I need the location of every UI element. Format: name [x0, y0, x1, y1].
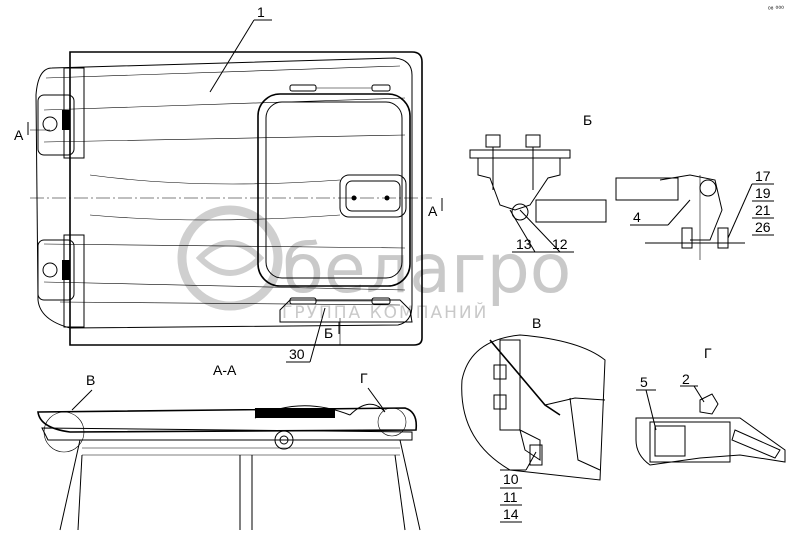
- callout-1: 1: [257, 4, 265, 20]
- view-b-title: Б: [583, 112, 592, 128]
- watermark-logo: белагро ГРУППА КОМПАНИЙ: [177, 205, 571, 323]
- section-mark-b-bottom: Б: [324, 325, 333, 341]
- callout-11: 11: [503, 489, 518, 505]
- callout-2: 2: [682, 371, 690, 387]
- view-g-title: Г: [704, 345, 712, 361]
- callout-26: 26: [755, 219, 771, 235]
- callout-17: 17: [755, 168, 771, 184]
- section-aa-title: А-А: [213, 362, 237, 378]
- callout-21: 21: [755, 202, 771, 218]
- section-mark-a-left: А: [14, 127, 24, 143]
- callout-14: 14: [503, 506, 519, 522]
- view-g-detail: [635, 393, 786, 466]
- section-mark-v: В: [86, 372, 95, 388]
- view-v-title: В: [532, 315, 541, 331]
- callout-5: 5: [640, 374, 648, 390]
- callout-19: 19: [755, 185, 771, 201]
- callout-13: 13: [516, 236, 532, 252]
- section-mark-a-right: А: [428, 203, 438, 219]
- callout-30: 30: [289, 346, 305, 362]
- corner-mark: ᵒ⁸ ⁰⁰⁰: [768, 5, 784, 13]
- watermark-brand: белагро: [282, 230, 571, 309]
- callout-12: 12: [552, 236, 568, 252]
- roof-plan-view: [30, 51, 432, 346]
- callout-4: 4: [633, 209, 641, 225]
- section-mark-g: Г: [360, 370, 368, 386]
- watermark-tagline: ГРУППА КОМПАНИЙ: [282, 301, 488, 323]
- view-v-detail: [461, 334, 606, 481]
- view-b-detail: [469, 134, 745, 260]
- callout-10: 10: [503, 471, 519, 487]
- section-aa-view: [37, 403, 421, 531]
